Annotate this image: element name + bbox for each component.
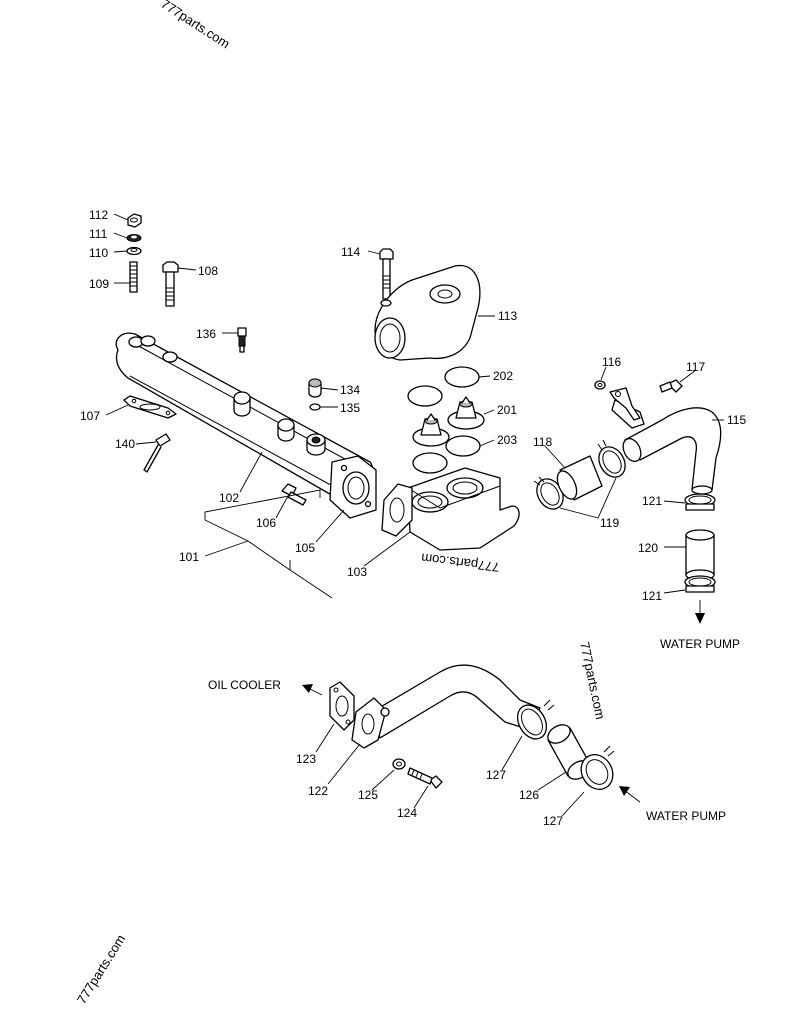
label-121-upper: 121 — [642, 494, 662, 508]
label-124: 124 — [397, 806, 417, 820]
oil-cooler-pipe-122 — [351, 664, 541, 749]
label-126: 126 — [519, 788, 539, 802]
gasket-202-left — [407, 385, 443, 407]
gasket-123 — [329, 681, 355, 731]
label-120: 120 — [638, 541, 658, 555]
label-116: 116 — [602, 355, 621, 369]
watermark-top: 777parts.com — [158, 0, 232, 51]
label-134: 134 — [340, 383, 360, 397]
temperature-sender-140 — [143, 433, 171, 473]
thermostat-201-left — [412, 413, 450, 447]
thermostat-housing-103 — [407, 467, 520, 551]
destination-oil-cooler: OIL COOLER — [208, 678, 281, 692]
label-201: 201 — [497, 403, 517, 417]
thermostat-cover-113 — [374, 264, 481, 361]
label-117: 117 — [686, 360, 705, 374]
clamp-127-lower — [580, 745, 615, 790]
destination-water-pump-lower: WATER PUMP — [646, 809, 726, 823]
arrow-from-water-pump — [619, 786, 641, 803]
water-pipe-115 — [611, 399, 722, 495]
clamp-127-upper — [516, 699, 555, 740]
label-107: 107 — [80, 409, 100, 423]
gasket-203-left — [412, 452, 448, 474]
stud-109 — [129, 261, 138, 293]
label-136: 136 — [196, 327, 216, 341]
clip-bracket — [609, 387, 641, 421]
washer-111 — [126, 234, 142, 242]
destination-water-pump-upper: WATER PUMP — [660, 637, 740, 651]
label-112: 112 — [89, 208, 108, 222]
washer-110 — [126, 246, 142, 256]
label-123: 123 — [296, 752, 316, 766]
washer-125 — [392, 758, 406, 770]
bolt-106 — [281, 483, 307, 506]
label-103: 103 — [347, 565, 367, 579]
label-140: 140 — [115, 437, 135, 451]
label-101: 101 — [179, 550, 199, 564]
gasket-202 — [444, 366, 480, 388]
thermostat-201 — [447, 396, 485, 430]
label-102: 102 — [219, 491, 239, 505]
washer-116 — [594, 380, 606, 390]
label-109: 109 — [89, 277, 109, 291]
label-127-upper: 127 — [486, 768, 506, 782]
clamp-121-lower — [684, 575, 716, 593]
gasket-107 — [123, 395, 177, 419]
sensor-136 — [237, 327, 247, 353]
label-105: 105 — [295, 541, 315, 555]
hose-118 — [556, 455, 603, 501]
clamp-119-right — [597, 439, 626, 478]
bolt-114 — [379, 248, 394, 300]
hose-120 — [685, 529, 715, 581]
bolt-124 — [407, 767, 443, 789]
arrow-to-water-pump — [695, 600, 705, 624]
label-110: 110 — [89, 246, 108, 260]
label-115: 115 — [727, 413, 746, 427]
arrow-to-oil-cooler — [302, 684, 323, 696]
watermark-right: 777parts.com — [577, 641, 608, 721]
bolt-108 — [162, 261, 179, 307]
label-135: 135 — [340, 401, 360, 415]
gasket-105 — [381, 483, 413, 537]
plug-134 — [308, 378, 322, 398]
label-122: 122 — [308, 784, 328, 798]
clamp-121-upper — [684, 493, 716, 511]
label-119: 119 — [600, 516, 619, 530]
label-108: 108 — [198, 264, 218, 278]
watermark-middle: 777parts.com — [420, 550, 500, 574]
leader-lines — [105, 213, 724, 817]
o-ring-135 — [309, 403, 321, 411]
label-113: 113 — [498, 309, 517, 323]
label-203: 203 — [497, 433, 517, 447]
label-127-lower: 127 — [543, 814, 563, 828]
gasket-203 — [445, 435, 481, 457]
nut-112 — [127, 213, 142, 228]
label-125: 125 — [358, 788, 378, 802]
label-111: 111 — [89, 227, 108, 241]
label-121-lower: 121 — [642, 589, 662, 603]
water-manifold-102 — [115, 332, 377, 519]
label-106: 106 — [256, 516, 276, 530]
label-202: 202 — [493, 369, 513, 383]
label-114: 114 — [341, 245, 360, 259]
watermark-bottom: 777parts.com — [74, 932, 128, 1007]
label-118: 118 — [533, 435, 552, 449]
bolt-117 — [659, 379, 683, 393]
